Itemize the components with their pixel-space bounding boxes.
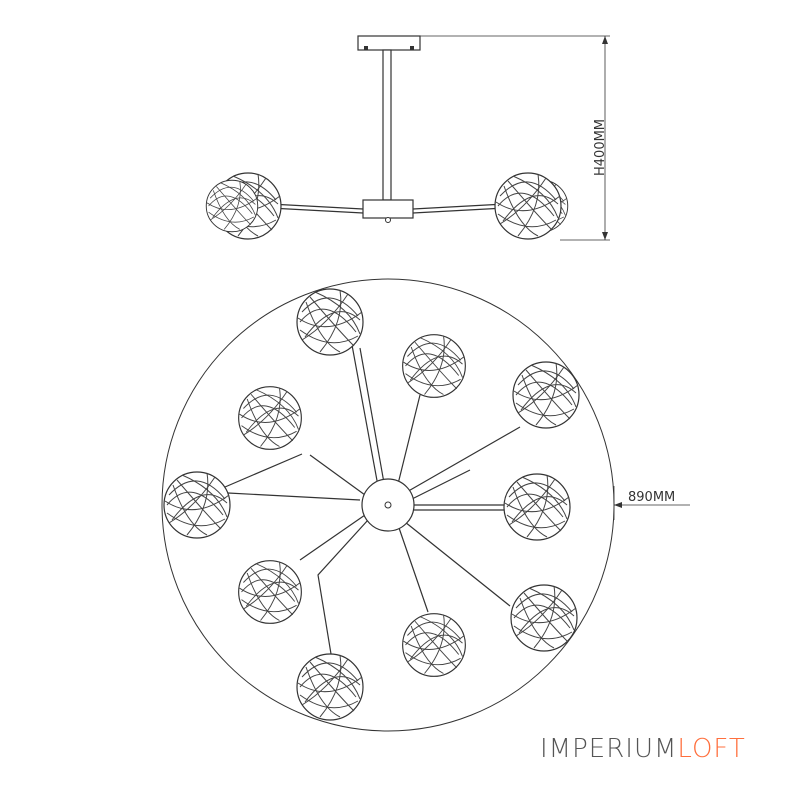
diameter-dimension: 890MM xyxy=(613,486,690,520)
canopy-screw-left xyxy=(364,46,368,50)
globe-5 xyxy=(163,471,231,539)
globe-8 xyxy=(510,584,578,652)
center-hub-top xyxy=(361,478,415,532)
brand-logo: IMPERIUMLOFT xyxy=(540,734,746,764)
suspension-rod xyxy=(382,49,392,201)
brand-logo-part1: IMPERIUM xyxy=(540,734,678,764)
globe-4 xyxy=(238,386,302,450)
side-globe-right xyxy=(494,172,569,240)
top-view: 890MM xyxy=(161,278,690,732)
center-hub xyxy=(362,199,414,219)
side-globe-left xyxy=(205,172,282,240)
globe-9 xyxy=(402,613,466,677)
canopy-screw-right xyxy=(410,46,414,50)
arm-left xyxy=(269,203,364,210)
arms xyxy=(224,344,521,661)
height-label: H400MM xyxy=(593,119,608,176)
height-dimension: H400MM xyxy=(420,35,610,241)
arm-right xyxy=(412,203,506,210)
brand-logo-part2: LOFT xyxy=(677,734,746,764)
globe-2 xyxy=(402,334,466,398)
globe-7 xyxy=(238,560,302,624)
globe-10 xyxy=(296,653,364,721)
globe-6 xyxy=(503,473,571,541)
hub-bolt xyxy=(385,217,391,223)
side-view: H400MM xyxy=(205,35,610,241)
globe-1 xyxy=(296,288,364,356)
globe-3 xyxy=(512,361,580,429)
diameter-label: 890MM xyxy=(628,490,675,505)
